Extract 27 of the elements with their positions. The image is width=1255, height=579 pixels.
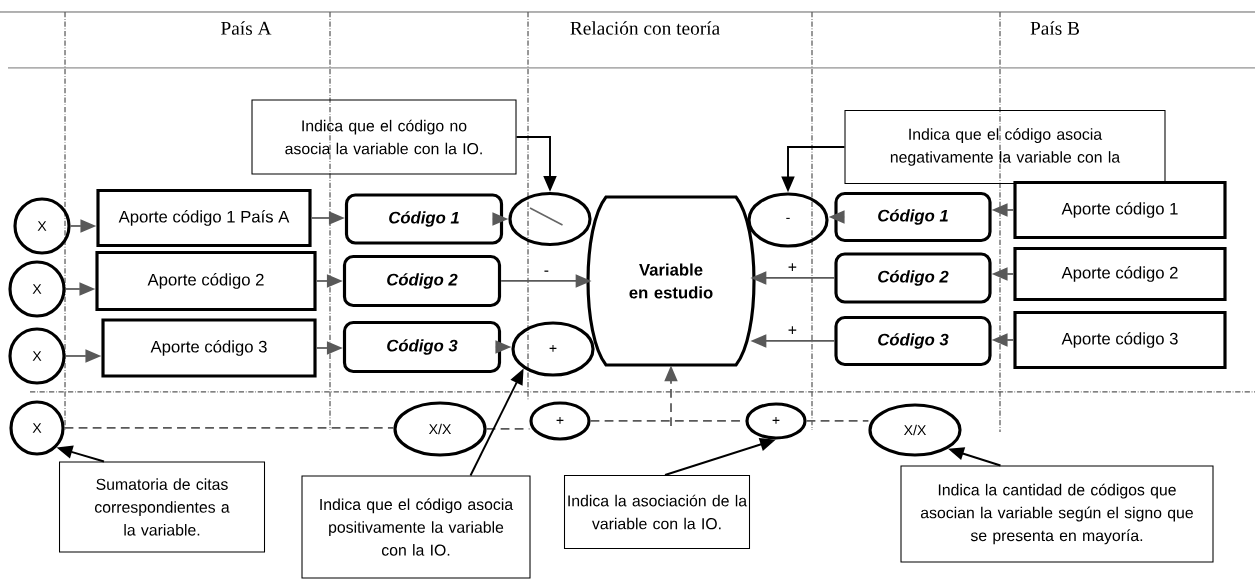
contribution-box: Aporte código 3: [1013, 310, 1227, 370]
contribution-box: Aporte código 3: [101, 318, 317, 378]
code-box: Código 2: [834, 252, 992, 304]
code-box: Código 3: [342, 320, 502, 374]
callout-box: Sumatoria de citas correspondientes a la variable.: [59, 461, 266, 553]
contribution-box: Aporte código 1: [1013, 180, 1227, 240]
callout-box: Indica que el código asocia negativamente la variable con la: [844, 109, 1166, 184]
edge-label: -: [542, 268, 551, 278]
callout-box: Indica la cantidad de códigos que asocian la variable según el signo que se presenta en mayoría.: [900, 465, 1214, 563]
column-heading: País B: [1030, 21, 1079, 35]
dashed-line: [805, 420, 870, 422]
sign-ellipse: [508, 191, 592, 247]
dashed-line: [63, 427, 395, 429]
column-heading: País A: [221, 21, 272, 35]
callout-box: Indica que el código asocia positivamente la variable con la IO.: [301, 475, 531, 579]
column-heading: Relación con teoría: [570, 21, 720, 35]
contribution-box: Aporte código 2: [95, 250, 317, 312]
callout-box: Indica que el código no asocia la variable con la IO.: [251, 99, 517, 175]
edge-label: +: [786, 261, 799, 275]
callout-box: Indica la asociación de la variable con la IO.: [563, 474, 751, 549]
contribution-box: Aporte código 1 País A: [96, 188, 312, 248]
code-box: Código 2: [342, 254, 502, 308]
edge-label: +: [786, 324, 799, 338]
code-box: Código 3: [834, 315, 992, 367]
code-box: Código 1: [344, 193, 504, 245]
code-box: Código 1: [834, 191, 992, 243]
contribution-box: Aporte código 2: [1013, 246, 1227, 302]
